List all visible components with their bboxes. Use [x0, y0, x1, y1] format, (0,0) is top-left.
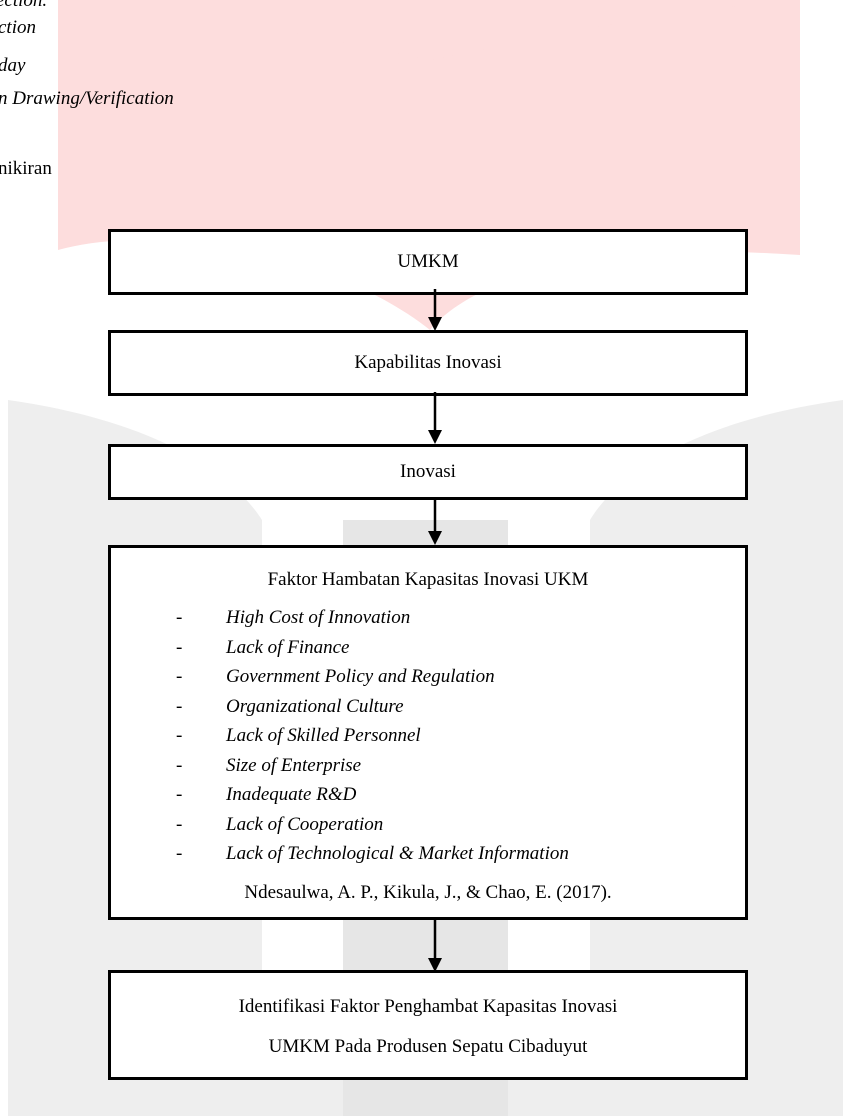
inovasi-box: Inovasi: [108, 444, 748, 500]
factor-text: High Cost of Innovation: [226, 607, 411, 628]
arrow-umkm-to-kapabilitas: [428, 289, 442, 331]
arrow-kapabilitas-to-inovasi: [428, 392, 442, 444]
watermark-book-left-curve: [58, 0, 800, 60]
factor-bullet-dash: -: [176, 754, 183, 776]
factor-bullet-dash: -: [176, 695, 183, 717]
faktor-title: Faktor Hambatan Kapasitas Inovasi UKM: [267, 569, 589, 590]
factor-bullet-dash: -: [176, 666, 183, 687]
factor-list-item: - High Cost of Innovation: [176, 603, 569, 633]
factor-text: Inadequate R&D: [226, 784, 357, 805]
umkm-box: UMKM: [108, 229, 748, 295]
header-line-4: n Drawing/Verification: [0, 88, 174, 109]
header-line-5: nikiran: [0, 158, 52, 179]
factor-text: Lack of Finance: [226, 636, 350, 658]
factor-bullet-dash: -: [176, 607, 183, 628]
factor-text: Organizational Culture: [226, 695, 404, 717]
factor-text: Lack of Technological & Market Informati…: [226, 843, 569, 864]
header-line-2: ction: [0, 17, 36, 38]
header-line-3: day: [0, 55, 26, 76]
factor-list-item: - Lack of Finance: [176, 633, 569, 663]
factor-list: - High Cost of Innovation - Lack of Finance…: [176, 603, 569, 869]
arrow-faktor-to-identifikasi: [428, 917, 442, 972]
header-line-1: ection.: [0, 0, 48, 11]
faktor-citation: Ndesaulwa, A. P., Kikula, J., & Chao, E.…: [244, 881, 612, 903]
factor-list-item: - Lack of Cooperation: [176, 810, 569, 840]
faktor-hambatan-box: Faktor Hambatan Kapasitas Inovasi UKM - Hi…: [108, 545, 748, 920]
factor-text: Size of Enterprise: [226, 754, 362, 776]
kapabilitas-inovasi-box: Kapabilitas Inovasi: [108, 330, 748, 396]
factor-bullet-dash: -: [176, 813, 183, 835]
umkm-label: UMKM: [397, 251, 459, 272]
inovasi-label: Inovasi: [400, 461, 456, 482]
factor-list-item: - Size of Enterprise: [176, 751, 569, 781]
factor-list-item: - Organizational Culture: [176, 692, 569, 722]
factor-list-item: - Lack of Technological & Market Informat…: [176, 839, 569, 869]
factor-bullet-dash: -: [176, 636, 183, 658]
factor-bullet-dash: -: [176, 784, 183, 805]
factor-list-item: - Lack of Skilled Personnel: [176, 721, 569, 751]
factor-text: Government Policy and Regulation: [226, 666, 495, 687]
arrow-inovasi-to-faktor: [428, 497, 442, 545]
factor-text: Lack of Skilled Personnel: [226, 725, 421, 746]
factor-text: Lack of Cooperation: [226, 813, 384, 835]
factor-list-item: - Inadequate R&D: [176, 780, 569, 810]
factor-bullet-dash: -: [176, 725, 183, 746]
factor-bullet-dash: -: [176, 843, 183, 864]
identifikasi-line-1: Identifikasi Faktor Penghambat Kapasitas…: [238, 995, 618, 1017]
identifikasi-box: Identifikasi Faktor Penghambat Kapasitas…: [108, 969, 748, 1080]
factor-list-item: - Government Policy and Regulation: [176, 662, 569, 692]
kapabilitas-inovasi-label: Kapabilitas Inovasi: [354, 352, 502, 373]
identifikasi-line-2: UMKM Pada Produsen Sepatu Cibaduyut: [268, 1035, 588, 1057]
